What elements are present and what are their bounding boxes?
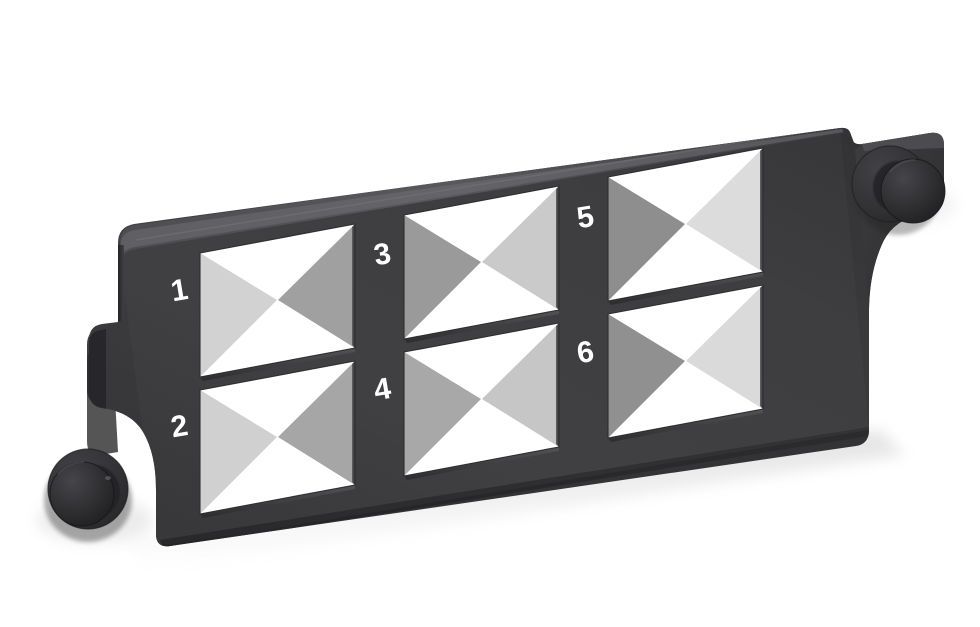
port-number-3: 3 [371,237,393,272]
adapter-port-2[interactable] [195,352,365,527]
panel-top-bevel [120,127,844,258]
left-captive-thumbscrew[interactable] [44,448,132,542]
port-number-1: 1 [168,273,190,308]
port-number-2: 2 [168,409,190,444]
port-number-labels: 1 2 3 4 5 6 [168,200,596,444]
adapter-port-3[interactable] [399,177,569,352]
panel-bottom-edge [160,427,869,547]
port-number-5: 5 [574,200,596,235]
panel-edge-accents [135,127,869,546]
adapter-port-6[interactable] [603,276,773,451]
port-number-4: 4 [371,372,393,407]
adapter-port-1[interactable] [195,215,365,390]
adapter-port-5[interactable] [603,139,773,314]
port-number-6: 6 [574,335,596,370]
right-captive-thumbscrew[interactable] [851,145,946,235]
adapter-port-4[interactable] [399,314,569,489]
